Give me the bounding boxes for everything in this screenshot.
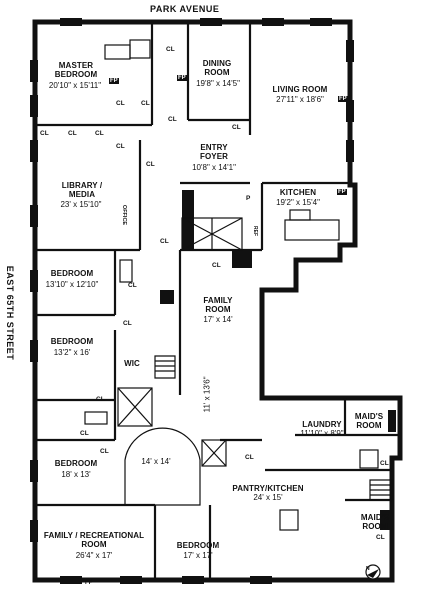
bedroom-2-name: BEDROOM <box>50 337 94 346</box>
closet-mark: CL <box>168 116 177 123</box>
closet-mark: CL <box>376 534 385 541</box>
living-room-name: LIVING ROOM <box>272 85 328 94</box>
street-label-west: EAST 65TH STREET <box>5 265 15 361</box>
bedroom-4-name: BEDROOM <box>176 541 220 550</box>
office-mark: OFFICE <box>121 204 128 226</box>
fireplace-mark: FP <box>338 96 348 102</box>
refrigerator-mark: REF <box>252 226 258 236</box>
laundry-name: LAUNDRY <box>302 420 342 429</box>
closet-mark: CL <box>128 282 137 289</box>
closet-mark: CL <box>245 454 254 461</box>
rotunda-dims: 14' x 14' <box>141 457 171 466</box>
wic-name: WIC <box>124 359 140 368</box>
fireplace-mark: FP <box>109 78 119 84</box>
bedroom-2-dims: 13'2" x 16' <box>53 348 91 357</box>
library-dims: 23' x 15'10" <box>60 200 102 209</box>
street-label-north: PARK AVENUE <box>150 4 220 14</box>
bedroom-1-name: BEDROOM <box>50 269 94 278</box>
laundry-dims: 11'10" x 8'9" <box>300 429 344 438</box>
bedroom-4-dims: 17' x 17' <box>183 551 213 560</box>
family-room-name: FAMILY ROOM <box>203 296 233 314</box>
closet-mark: CL <box>212 262 221 269</box>
compass-icon <box>365 564 381 580</box>
closet-mark: CL <box>40 130 49 137</box>
closet-mark: CL <box>160 238 169 245</box>
kitchen-name: KITCHEN <box>279 188 317 197</box>
pantry-kitchen-name: PANTRY/KITCHEN <box>232 484 304 493</box>
fireplace-mark: FP <box>177 75 187 81</box>
dining-room-dims: 19'8" x 14'5" <box>196 79 240 88</box>
pantry-kitchen-dims: 24' x 15' <box>253 493 283 502</box>
closet-mark: CL <box>96 396 105 403</box>
closet-mark: CL <box>123 320 132 327</box>
entry-foyer-dims: 10'8" x 14'1" <box>192 163 236 172</box>
closet-mark: CL <box>68 130 77 137</box>
family-room-dims: 17' x 14' <box>203 315 233 324</box>
closet-mark: CL <box>232 124 241 131</box>
closet-mark: CL <box>80 430 89 437</box>
closet-mark: CL <box>146 161 155 168</box>
master-bedroom-name: MASTER BEDROOM <box>54 61 98 79</box>
pantry-mark: P <box>246 195 251 202</box>
closet-mark: CL <box>116 100 125 107</box>
closet-mark: CL <box>100 448 109 455</box>
library-name: LIBRARY / MEDIA <box>61 181 103 199</box>
maids-room-2-name: MAID'S ROOM <box>360 513 390 531</box>
gallery-dims: 11' x 13'6" <box>202 376 212 413</box>
entry-foyer-name: ENTRY FOYER <box>199 143 229 161</box>
compass-mark: N <box>366 566 370 572</box>
living-room-dims: 27'11" x 18'6" <box>276 95 324 104</box>
closet-mark: CL <box>95 130 104 137</box>
kitchen-dims: 19'2" x 15'4" <box>276 198 320 207</box>
dining-room-name: DINING ROOM <box>202 59 232 77</box>
bedroom-1-dims: 13'10" x 12'10" <box>45 280 99 289</box>
maids-room-1-name: MAID'S ROOM <box>354 412 384 430</box>
closet-mark: CL <box>380 460 389 467</box>
bedroom-3-name: BEDROOM <box>54 459 98 468</box>
family-recreational-dims: 26'4" x 17' <box>75 551 113 560</box>
closet-mark: CL <box>166 46 175 53</box>
family-recreational-name: FAMILY / RECREATIONAL ROOM <box>43 531 145 549</box>
master-bedroom-dims: 20'10" x 15'11" <box>48 81 102 90</box>
fixtures <box>84 39 393 531</box>
fireplace-mark: FP <box>337 189 347 195</box>
closet-mark: CL <box>141 100 150 107</box>
fireplace-mark: FP <box>85 580 93 586</box>
wall-piers <box>30 18 396 584</box>
bedroom-3-dims: 18' x 13' <box>61 470 91 479</box>
closet-mark: CL <box>116 143 125 150</box>
